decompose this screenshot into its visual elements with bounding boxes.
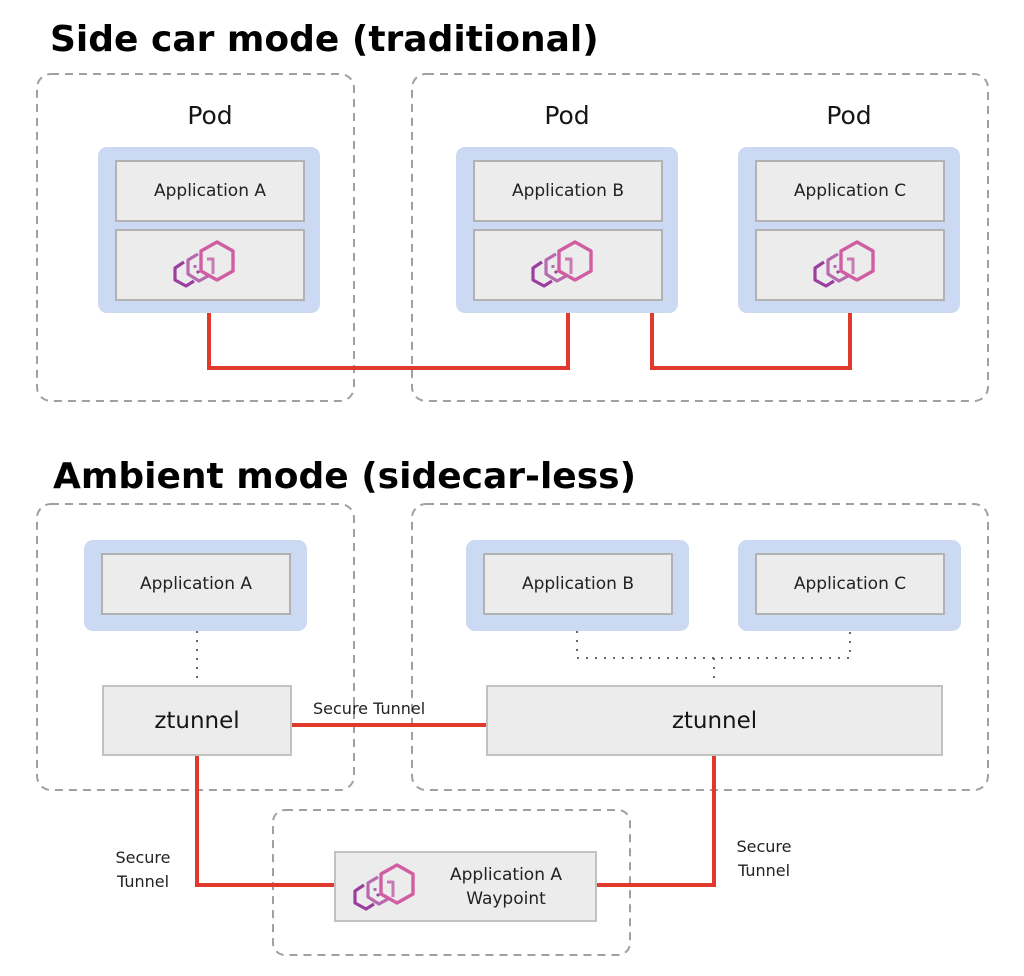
tunnel-label-right-line2: Tunnel	[737, 861, 791, 880]
ambient-app-label-b: Application B	[521, 574, 635, 594]
pod-label-a: Pod	[187, 101, 233, 130]
ambient-pod-b: Application B	[466, 540, 689, 631]
tunnel-left-ztunnel-waypoint	[195, 755, 335, 887]
waypoint-label-line1: Application A	[449, 865, 563, 885]
envoy-proxy-icon	[170, 238, 250, 292]
sidecar-section-title: Side car mode (traditional)	[50, 19, 599, 60]
dotted-link-apps-bc	[576, 631, 851, 659]
ambient-pod-a: Application A	[84, 540, 307, 631]
sidecar-node-right	[411, 73, 989, 402]
sidecar-proxy-b[interactable]	[473, 229, 663, 301]
app-label-c: Application C	[793, 181, 907, 201]
tunnel-right-ztunnel-waypoint	[596, 755, 716, 887]
envoy-proxy-icon	[528, 238, 608, 292]
envoy-proxy-icon	[810, 238, 890, 292]
ambient-pod-c: Application C	[738, 540, 961, 631]
sidecar-node-left	[36, 73, 355, 402]
ztunnel-left-label: ztunnel	[154, 707, 240, 734]
waypoint-node	[272, 809, 631, 956]
ambient-app-label-c: Application C	[793, 574, 907, 594]
waypoint-label-line2: Waypoint	[466, 889, 546, 909]
sidecar-connection-b-c	[650, 313, 852, 370]
pod-b: Application B	[456, 147, 678, 313]
pod-label-b: Pod	[544, 101, 590, 130]
sidecar-proxy-a[interactable]	[115, 229, 305, 301]
ztunnel-left[interactable]: ztunnel	[102, 685, 292, 756]
ambient-app-box-b[interactable]: Application B	[483, 553, 673, 615]
ambient-app-label-a: Application A	[139, 574, 253, 594]
app-label-b: Application B	[511, 181, 625, 201]
pod-label-c: Pod	[826, 101, 872, 130]
ambient-section-title: Ambient mode (sidecar-less)	[53, 456, 637, 497]
app-box-c[interactable]: Application C	[755, 160, 945, 222]
sidecar-proxy-c[interactable]	[755, 229, 945, 301]
pod-a: Application A	[98, 147, 320, 313]
ambient-app-box-a[interactable]: Application A	[101, 553, 291, 615]
waypoint-box[interactable]: Application A Waypoint	[334, 851, 597, 922]
sidecar-connection-a-b	[207, 313, 570, 370]
tunnel-label-left: Secure Tunnel	[106, 846, 180, 894]
waypoint-label: Application A Waypoint	[436, 863, 576, 911]
tunnel-label-right: Secure Tunnel	[727, 835, 801, 883]
ambient-node-right	[411, 503, 989, 791]
app-box-a[interactable]: Application A	[115, 160, 305, 222]
app-label-a: Application A	[153, 181, 267, 201]
ztunnel-right-label: ztunnel	[671, 707, 758, 734]
app-box-b[interactable]: Application B	[473, 160, 663, 222]
envoy-proxy-icon	[350, 861, 430, 915]
ambient-app-box-c[interactable]: Application C	[755, 553, 945, 615]
tunnel-label-center: Secure Tunnel	[313, 699, 426, 718]
tunnel-label-left-line1: Secure	[115, 848, 171, 867]
ztunnel-right[interactable]: ztunnel	[486, 685, 943, 756]
tunnel-label-right-line1: Secure	[736, 837, 792, 856]
pod-c: Application C	[738, 147, 960, 313]
tunnel-label-left-line2: Tunnel	[116, 872, 170, 891]
